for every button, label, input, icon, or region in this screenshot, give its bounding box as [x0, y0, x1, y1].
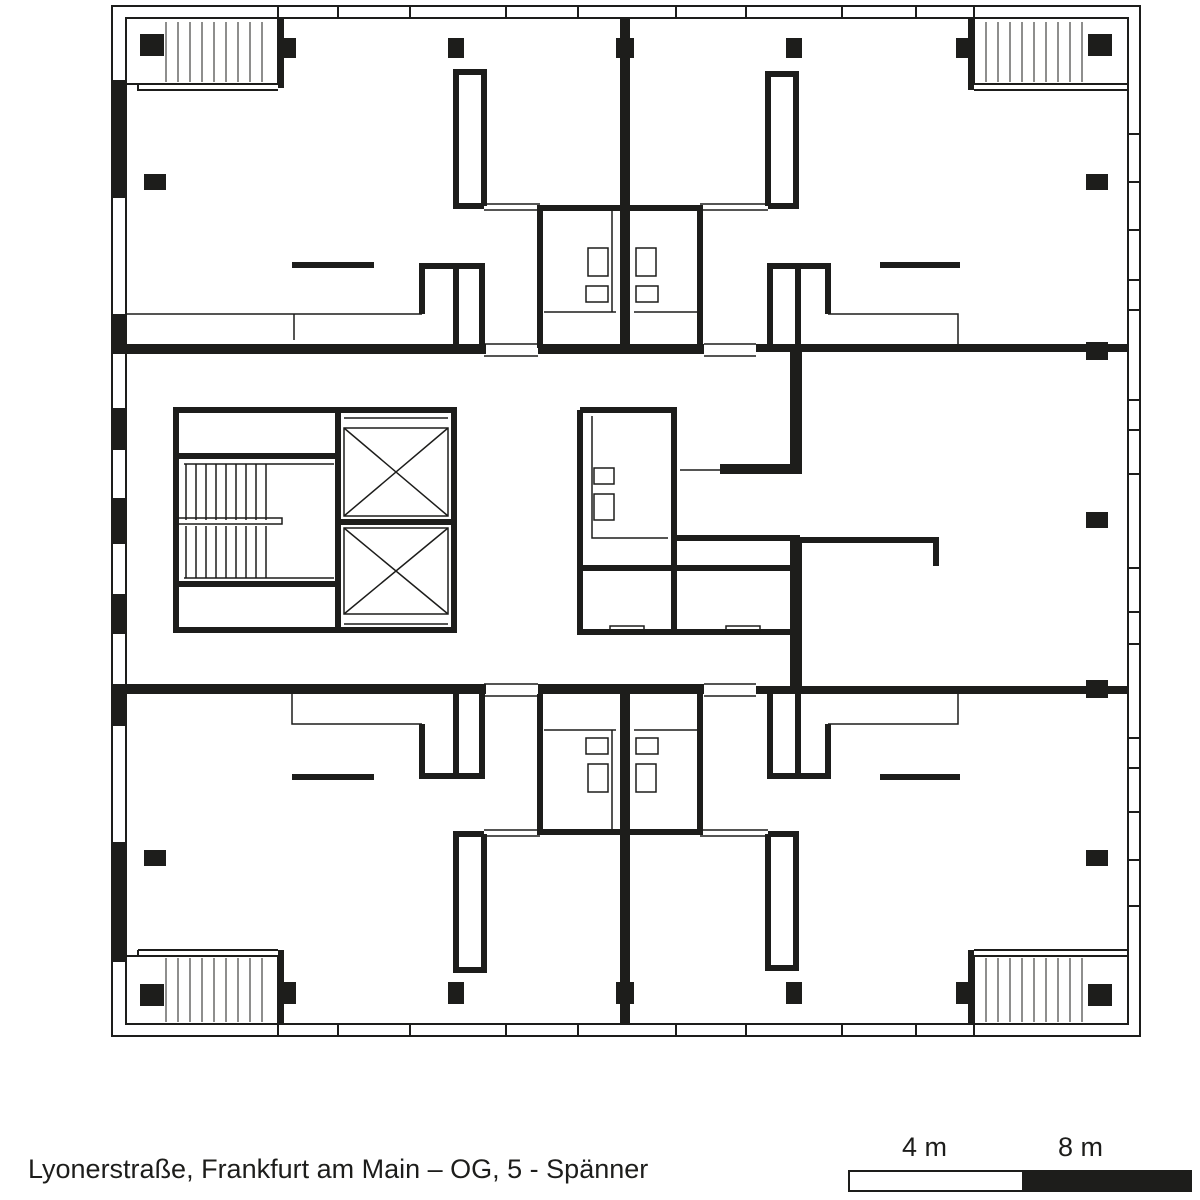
floor-plan — [111, 5, 1141, 1037]
scale-bar-fill — [1022, 1172, 1192, 1190]
scale-bar — [848, 1170, 1192, 1192]
corridor-wall-bottom — [126, 684, 486, 694]
railings — [165, 22, 1083, 1022]
scale-label-4m: 4 m — [902, 1132, 948, 1162]
plan-caption: Lyonerstraße, Frankfurt am Main – OG, 5 … — [28, 1154, 649, 1184]
scale-label-8m: 8 m — [1058, 1132, 1104, 1162]
column — [140, 34, 164, 56]
corridor-wall-top — [126, 344, 486, 354]
